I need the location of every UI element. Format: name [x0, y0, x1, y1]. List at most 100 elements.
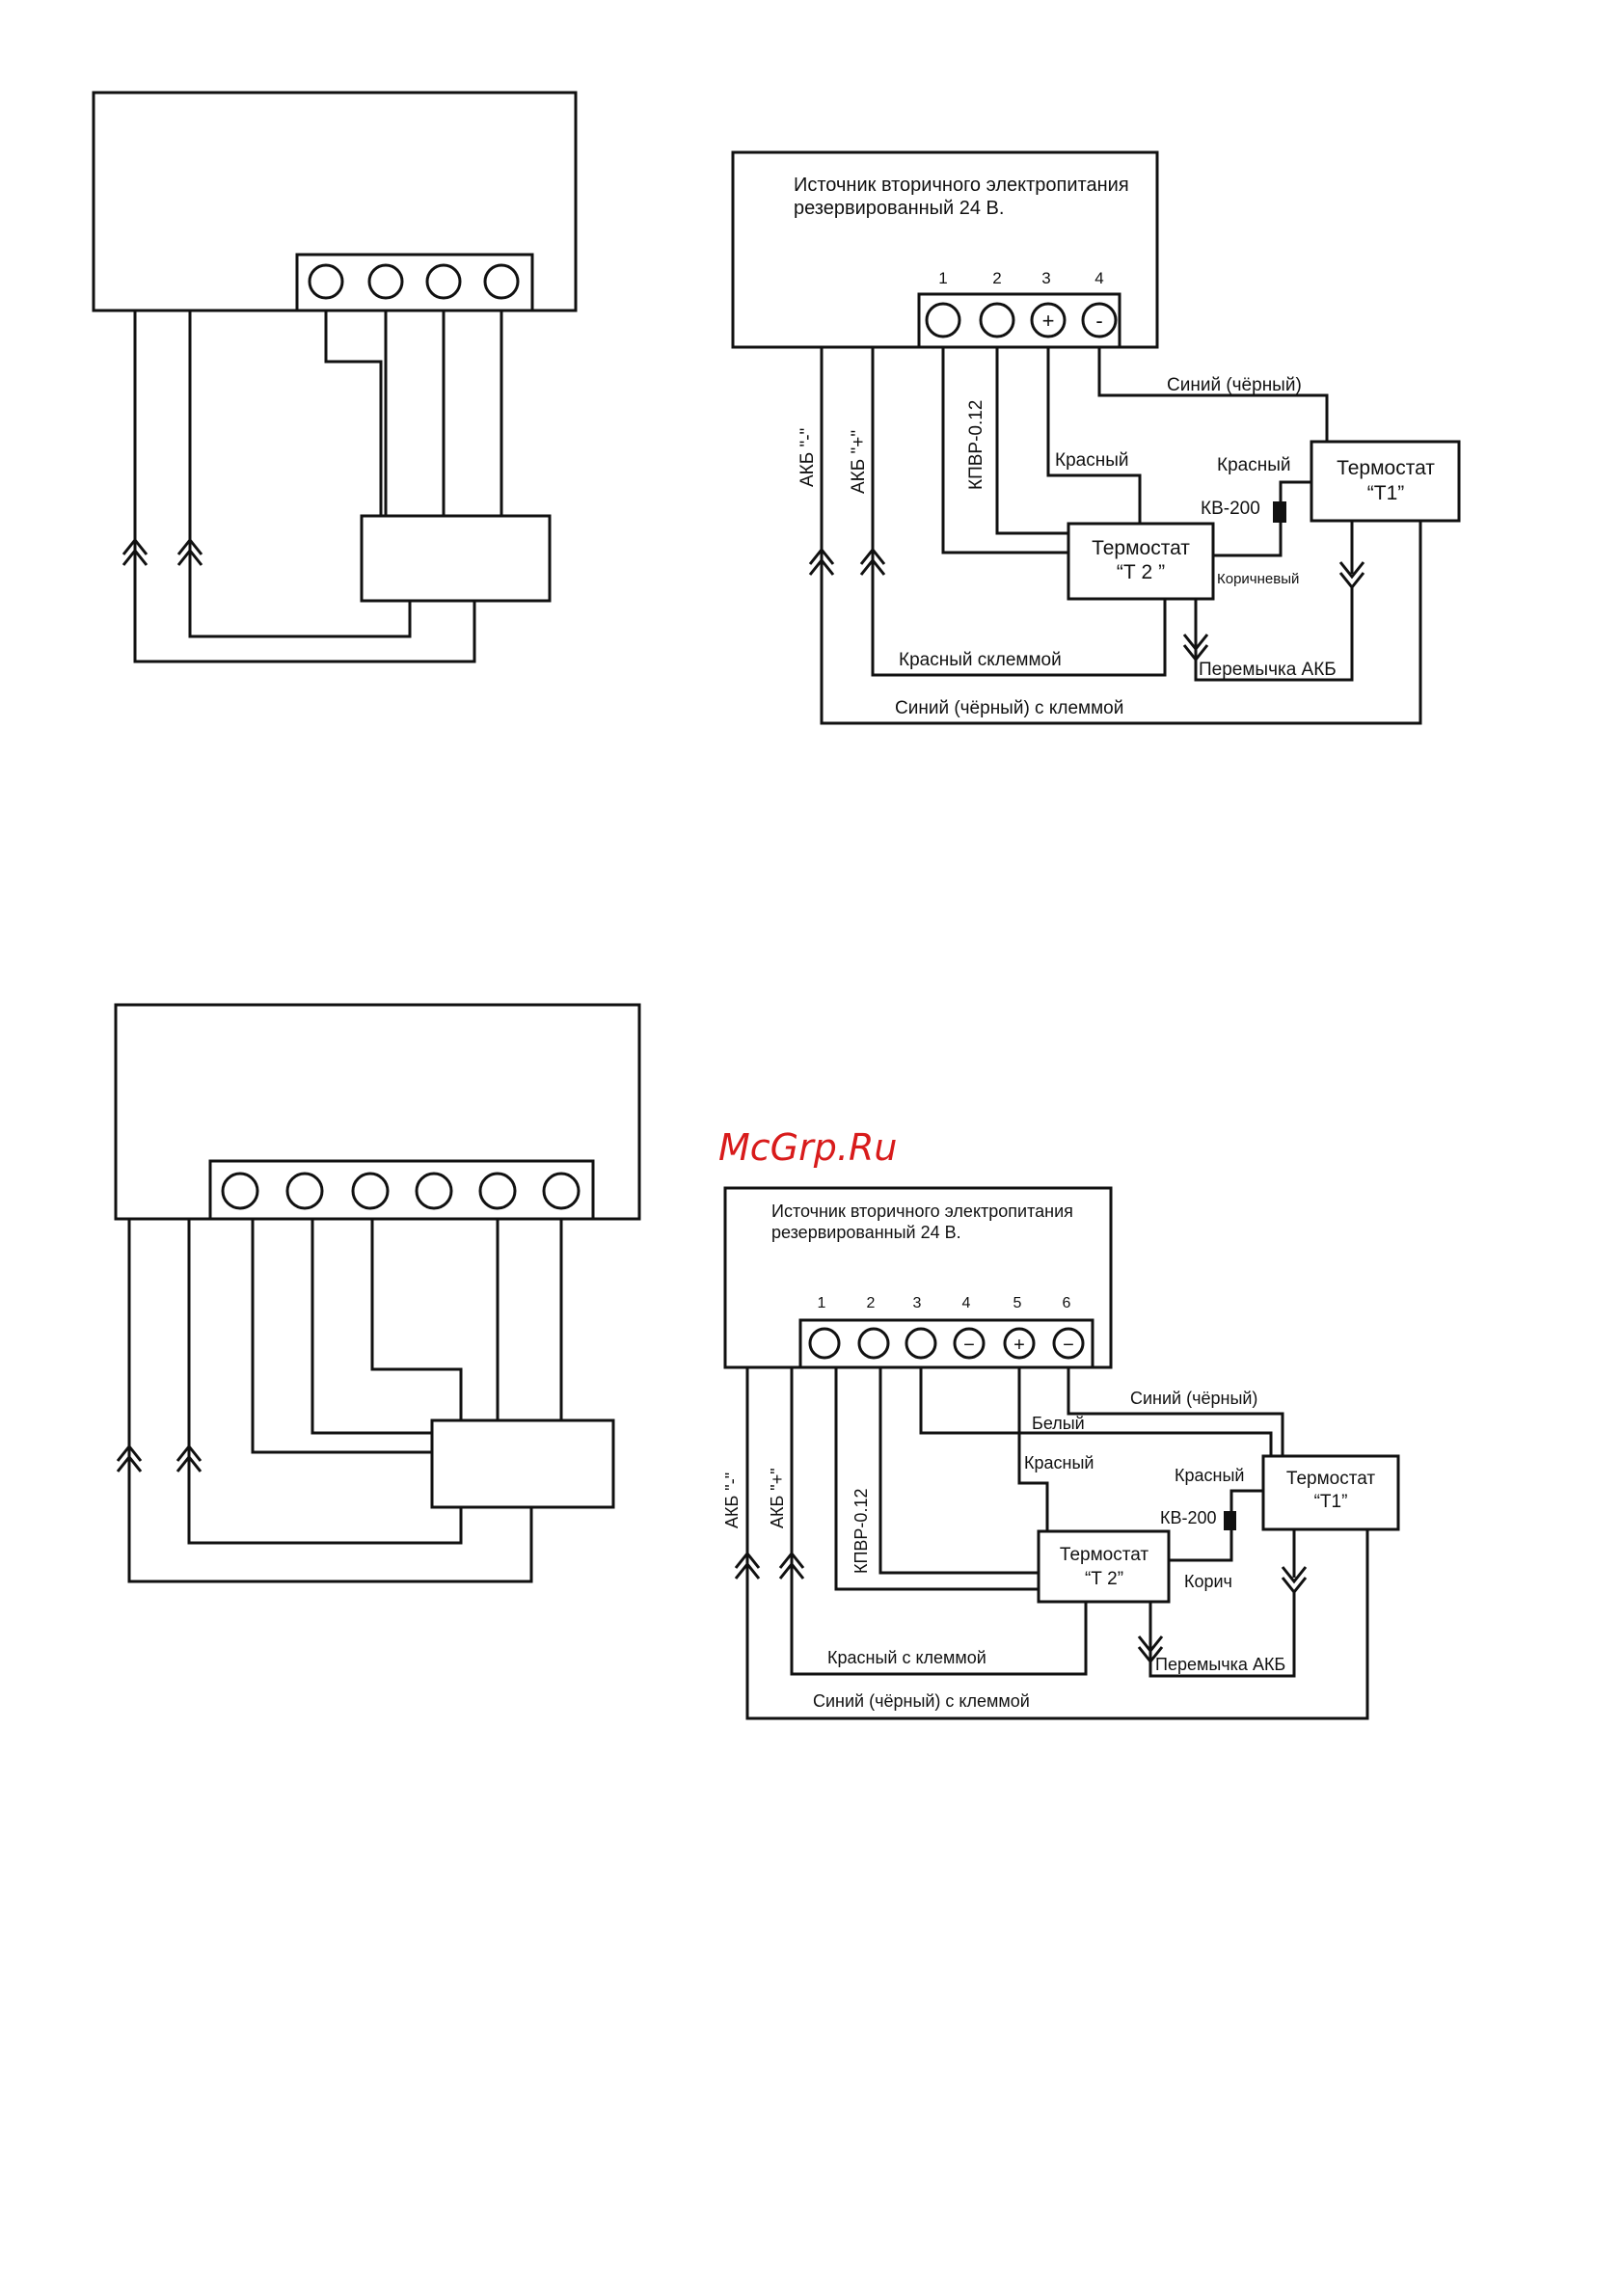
left-bottom-wire-2: [311, 1219, 432, 1435]
left-bottom-terminal-4: [415, 1172, 453, 1210]
left-bottom-terminal-2: [285, 1172, 324, 1210]
top-terminal-3-plus: [1030, 302, 1067, 338]
bottom-wire-red-label-1: Красный: [1024, 1453, 1094, 1472]
top-wire-red-label-2: Красный: [1217, 455, 1290, 475]
bottom-terminal-1: [808, 1327, 841, 1360]
bottom-terminal-number-2: 2: [867, 1295, 876, 1311]
bottom-kv200-label: КВ-200: [1160, 1508, 1217, 1527]
left-top-terminal-2: [367, 263, 404, 300]
bottom-terminal-number-5: 5: [1013, 1295, 1022, 1311]
bottom-terminal-number-6: 6: [1063, 1295, 1071, 1311]
bottom-terminal-number-3: 3: [913, 1295, 922, 1311]
top-wire-kpvr-2: [995, 347, 1068, 535]
bottom-terminal-number-4: 4: [962, 1295, 971, 1311]
top-cable-label: КПВР-0.12: [966, 400, 986, 490]
left-bottom-akb-minus-arrow: [116, 1444, 143, 1472]
top-kv200-label: КВ-200: [1201, 499, 1260, 519]
bottom-terminal-block: [798, 1318, 1094, 1369]
bottom-wire-akb-jumper: [1148, 1592, 1296, 1678]
top-wire-brown-label: Коричневый: [1217, 571, 1299, 587]
left-bottom-wire-akb-plus: [187, 1219, 463, 1545]
bottom-terminal-6-minus: [1052, 1327, 1085, 1360]
watermark-logo: McGrp.Ru: [718, 1126, 897, 1169]
bottom-akb-jumper-label: Перемычка АКБ: [1155, 1655, 1285, 1674]
top-akb-minus-arrow: [808, 547, 835, 576]
top-kv200-sensor: [1273, 501, 1286, 523]
left-top-terminal-block: [295, 253, 534, 312]
left-top-diagram: [92, 91, 578, 663]
bottom-terminal-4-minus: [953, 1327, 986, 1360]
bottom-wire-white-to-t1: [919, 1367, 1273, 1456]
bottom-red-clamp-label: Красный с клеммой: [827, 1648, 986, 1667]
top-thermostat-t1: [1310, 440, 1461, 523]
top-wire-red-to-t2: [1046, 347, 1142, 524]
top-akb-plus-label: АКБ "+": [849, 430, 869, 494]
bottom-terminal-5-plus: [1003, 1327, 1036, 1360]
bottom-terminal-symbol-4: −: [963, 1335, 975, 1356]
top-terminal-number-3: 3: [1041, 269, 1050, 287]
left-bottom-power-unit: [114, 1003, 641, 1221]
left-bottom-wire-1: [251, 1219, 432, 1454]
left-bottom-wire-akb-minus: [127, 1219, 533, 1583]
top-terminal-block: [917, 292, 1121, 349]
top-akb-minus-label: АКБ "-": [797, 428, 818, 487]
bottom-title-line1: Источник вторичного электропитания: [771, 1202, 1073, 1221]
top-wire-kv200: [1213, 480, 1311, 557]
top-blue-clamp-label: Синий (чёрный) с клеммой: [895, 698, 1123, 718]
top-t2-name: Термостат: [1092, 537, 1190, 559]
left-top-wire-akb-minus: [133, 311, 476, 663]
top-terminal-2: [979, 302, 1015, 338]
bottom-akb-minus-label: АКБ "-": [722, 1472, 742, 1528]
top-title-line1: Источник вторичного электропитания: [794, 175, 1129, 196]
top-wire-blue-clamp: [820, 521, 1422, 725]
left-bottom-terminal-6: [542, 1172, 581, 1210]
left-top-akb-plus-arrow: [176, 537, 203, 566]
top-wire-akb-jumper: [1194, 587, 1354, 682]
left-bottom-wire-3: [370, 1219, 463, 1420]
bottom-blue-clamp-label: Синий (чёрный) с клеммой: [813, 1691, 1030, 1711]
bottom-wire-kpvr-2: [834, 1367, 1039, 1591]
left-bottom-thermostat-box: [430, 1418, 615, 1509]
left-bottom-terminal-5: [478, 1172, 517, 1210]
bottom-t1-name: Термостат: [1286, 1469, 1375, 1489]
top-terminal-number-2: 2: [992, 269, 1001, 287]
bottom-wire-white-label: Белый: [1032, 1414, 1085, 1433]
left-bottom-diagram: [114, 1003, 641, 1583]
top-terminal-4-minus: [1081, 302, 1118, 338]
bottom-terminal-number-1: 1: [818, 1295, 826, 1311]
top-red-clamp-label: Красный склеммой: [899, 650, 1062, 670]
top-title-line2: резервированный 24 В.: [794, 198, 1004, 219]
bottom-title-line2: резервированный 24 В.: [771, 1223, 961, 1242]
top-terminal-symbol-3: +: [1042, 309, 1055, 333]
top-terminal-symbol-4: -: [1095, 309, 1102, 333]
left-bottom-akb-plus-arrow: [176, 1444, 203, 1472]
top-wire-red-label-1: Красный: [1055, 450, 1128, 471]
bottom-wire-red-to-t2: [1017, 1367, 1049, 1531]
bottom-wire-blue-label: Синий (чёрный): [1130, 1389, 1257, 1408]
top-akb-jumper-label: Перемычка АКБ: [1199, 660, 1337, 680]
top-t1-id: “Т1”: [1367, 482, 1405, 504]
left-top-wire-akb-plus: [188, 311, 412, 638]
bottom-akb-plus-arrow: [778, 1551, 805, 1580]
top-wire-kpvr-1: [941, 347, 1068, 554]
bottom-akb-plus-label: АКБ "+": [768, 1468, 787, 1528]
bottom-t1-id: “Т1”: [1314, 1492, 1348, 1512]
bottom-kv200-sensor: [1224, 1511, 1236, 1530]
left-bottom-terminal-1: [221, 1172, 259, 1210]
top-wire-blue-label: Синий (чёрный): [1167, 375, 1302, 395]
bottom-terminal-symbol-5: +: [1013, 1335, 1025, 1356]
top-akb-plus-arrow: [859, 547, 886, 576]
bottom-wire-kpvr-1: [878, 1367, 1039, 1575]
top-wiring-diagram: Источник вторичного электропитания резер…: [731, 150, 1461, 725]
top-terminal-number-4: 4: [1094, 269, 1103, 287]
top-wire-blue-to-t1: [1097, 347, 1329, 442]
bottom-t2-name: Термостат: [1060, 1545, 1148, 1565]
bottom-t2-jumper-arrow: [1137, 1635, 1164, 1664]
left-top-terminal-3: [425, 263, 462, 300]
bottom-terminal-symbol-6: −: [1063, 1335, 1074, 1356]
bottom-thermostat-t1: [1261, 1454, 1400, 1531]
bottom-wiring-diagram: Источник вторичного электропитания резер…: [722, 1186, 1400, 1720]
left-top-power-unit: [92, 91, 578, 312]
left-bottom-terminal-block: [208, 1159, 595, 1221]
